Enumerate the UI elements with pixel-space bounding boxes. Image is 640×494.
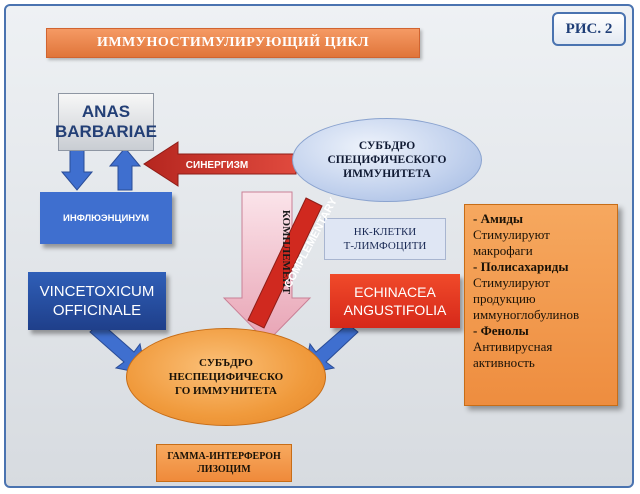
properties-panel: - Амиды Стимулируют макрофаги - Полисаха… — [464, 204, 618, 406]
nonspec-line2: НЕСПЕЦИФИЧЕСКО — [168, 371, 284, 383]
anas-line2: BARBARIAE — [55, 122, 157, 141]
spec-line3: ИММУНИТЕТА — [343, 168, 431, 180]
influenzinum-box: ИНФЛЮЭНЦИНУМ — [40, 192, 172, 244]
echi-line2: ANGUSTIFOLIA — [343, 302, 447, 318]
vincetoxicum-box: VINCETOXICUM OFFICINALE — [28, 272, 166, 330]
diagram-title: ИММУНОСТИМУЛИРУЮЩИЙ ЦИКЛ — [46, 28, 420, 58]
spec-line1: СУБЪДРО — [358, 140, 416, 152]
spec-line2: СПЕЦИФИЧЕСКОГО — [327, 154, 447, 166]
nonspec-line1: СУБЪДРО — [199, 357, 253, 369]
arrow-up-influ-anas — [108, 147, 142, 191]
property-amides: - Амиды Стимулируют макрофаги — [473, 211, 609, 259]
cells-line1: НК-КЛЕТКИ — [353, 226, 417, 238]
property-text: Стимулируют продукцию иммуноглобулинов — [473, 275, 580, 322]
property-polysaccharides: - Полисахариды Стимулируют продукцию имм… — [473, 259, 609, 323]
property-head: - Амиды — [473, 211, 524, 226]
arrow-synergism — [143, 141, 297, 187]
specific-immunity-ellipse: СУБЪДРО СПЕЦИФИЧЕСКОГО ИММУНИТЕТА — [292, 118, 482, 202]
property-phenols: - Фенолы Антивирусная активность — [473, 323, 609, 371]
property-text: Антивирусная активность — [473, 339, 553, 370]
synergism-label: СИНЕРГИЗМ — [185, 159, 249, 171]
arrow-complement — [222, 191, 312, 343]
property-text: Стимулируют макрофаги — [473, 227, 550, 258]
gamma-line1: ГАММА-ИНТЕРФЕРОН — [167, 451, 281, 462]
anas-line1: ANAS — [81, 102, 131, 121]
echi-line1: ECHINACEA — [354, 284, 436, 300]
nonspec-line3: ГО ИММУНИТЕТА — [175, 385, 277, 397]
anas-barbariae-box: ANAS BARBARIAE — [55, 93, 157, 151]
diagram-frame: РИС. 2 ИММУНОСТИМУЛИРУЮЩИЙ ЦИКЛ ANAS BAR… — [4, 4, 634, 488]
gamma-interferon-box: ГАММА-ИНТЕРФЕРОН ЛИЗОЦИМ — [156, 444, 292, 482]
arrow-complementary — [247, 197, 323, 329]
cells-box: НК-КЛЕТКИ Т-ЛИМФОЦИТИ — [324, 218, 446, 260]
cells-line2: Т-ЛИМФОЦИТИ — [343, 240, 427, 252]
property-head: - Полисахариды — [473, 259, 569, 274]
echinacea-box: ECHINACEA ANGUSTIFOLIA — [330, 274, 460, 328]
figure-badge: РИС. 2 — [552, 12, 626, 46]
vince-line1: VINCETOXICUM — [39, 283, 155, 300]
property-head: - Фенолы — [473, 323, 529, 338]
gamma-line2: ЛИЗОЦИМ — [197, 464, 251, 475]
vince-line2: OFFICINALE — [52, 302, 142, 319]
nonspecific-immunity-ellipse: СУБЪДРО НЕСПЕЦИФИЧЕСКО ГО ИММУНИТЕТА — [126, 328, 326, 426]
arrow-down-anas-influ — [60, 149, 94, 191]
